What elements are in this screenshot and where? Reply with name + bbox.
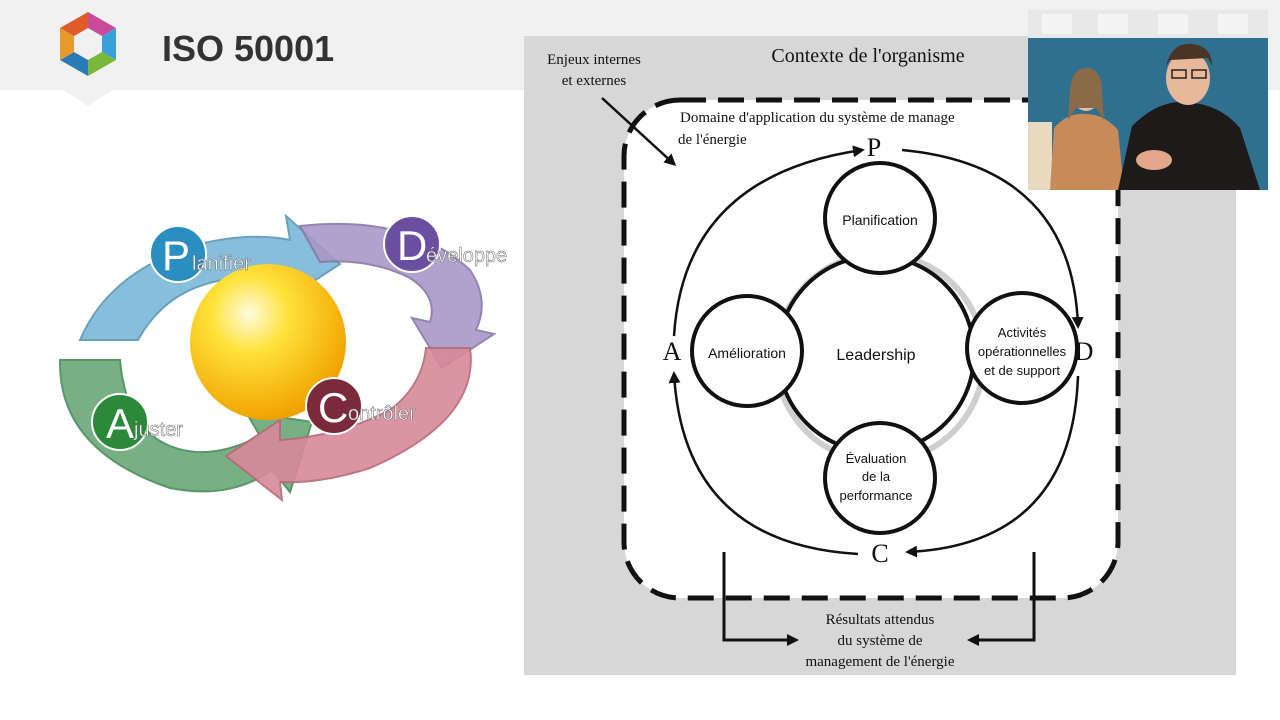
arrow-p-to-d [901,148,1084,329]
person-woman [1050,113,1124,190]
issues-label-line2: et externes [562,73,627,89]
improvement-label: Amélioration [708,345,786,361]
leadership-label: Leadership [836,347,915,364]
sun-sphere [190,264,346,420]
step-badge-c [305,377,363,435]
results-label-line1: Résultats attendus [826,612,935,628]
step-badge-p [149,225,207,283]
results-label-line2: du système de [838,633,923,649]
operations-label-line2: opérationnelles [978,344,1067,359]
step-label-c: ontrôler [348,403,416,425]
planning-circle [823,161,937,275]
company-logo [60,12,116,76]
step-label-d: éveloppe [426,245,507,267]
scope-label-line1: Domaine d'application du système de mana… [680,110,955,126]
slide-title: ISO 50001 [162,28,335,69]
letter-d: D [1075,337,1094,366]
step-label-a: juster [133,419,183,441]
step-letter-p: P [162,232,190,279]
step-badge-d [383,215,441,273]
arrow-c-to-a [668,371,859,556]
evaluation-label-line1: Évaluation [846,451,907,466]
step-letter-d: D [397,222,427,269]
arrow-a-to-p [672,145,865,337]
step-badge-a [91,393,149,451]
step-letter-a: A [106,400,134,447]
logo-tab [48,80,128,106]
cycle-arrow-controler [224,347,472,503]
results-arrow-left [722,552,799,646]
arrow-d-to-c [905,375,1080,558]
results-arrow-right [967,552,1036,646]
letter-a: A [663,337,682,366]
letter-p: P [867,133,881,162]
step-label-p: lanifier [192,253,251,275]
evaluation-label-line2: de la [862,469,891,484]
step-letter-c: C [318,384,348,431]
planning-label: Planification [842,212,918,228]
webcam-video-feed [1028,10,1268,190]
issues-label-line1: Enjeux internes [547,52,641,68]
improvement-circle [690,294,804,408]
letter-c: C [871,539,888,568]
operations-label-line1: Activités [998,325,1047,340]
pdca-cycle-graphic: P lanifier D éveloppe C ontrôler A juste… [58,213,507,503]
evaluation-label-line3: performance [840,488,913,503]
cycle-arrow-planifier [78,213,342,341]
operations-circle [965,291,1079,405]
scope-label-line2: de l'énergie [678,132,747,148]
issues-arrow [601,97,677,167]
operations-label-line3: et de support [984,363,1060,378]
evaluation-circle [823,421,937,535]
results-label-line3: management de l'énergie [805,654,954,670]
context-title: Contexte de l'organisme [771,45,964,67]
